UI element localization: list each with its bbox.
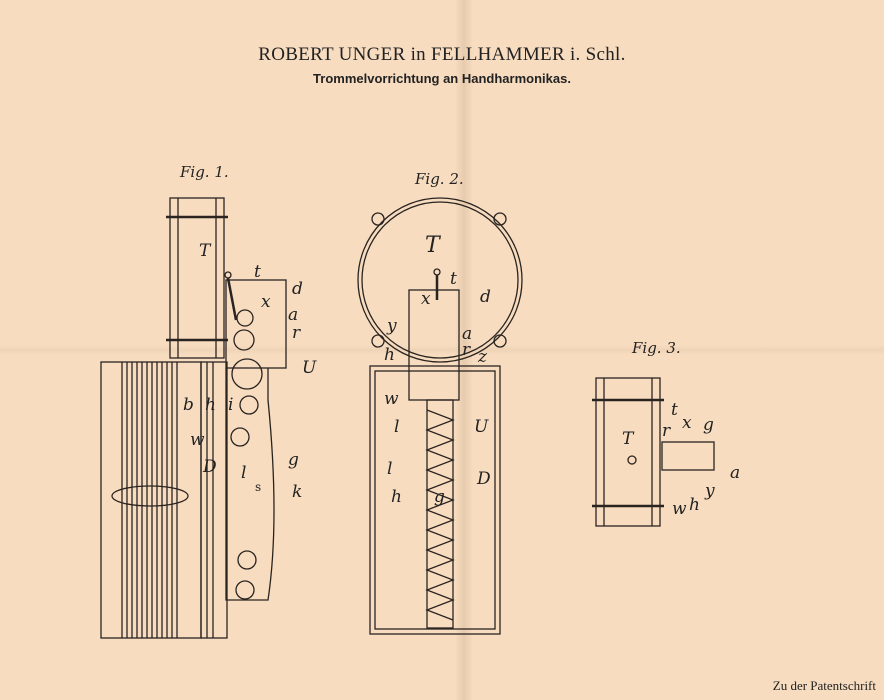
accordion-front: [369, 365, 501, 635]
figure-2: Fig. 2. T t d x y a r h z w l U D l h g: [357, 170, 523, 635]
svg-text:a: a: [288, 305, 298, 325]
svg-text:t: t: [450, 269, 457, 289]
svg-text:h: h: [391, 487, 402, 507]
svg-text:x: x: [261, 292, 271, 312]
svg-text:D: D: [476, 469, 491, 489]
svg-text:a: a: [462, 324, 472, 344]
svg-text:y: y: [386, 316, 397, 336]
svg-text:U: U: [302, 358, 317, 378]
svg-text:l: l: [387, 459, 392, 479]
svg-text:r: r: [292, 323, 301, 343]
svg-text:k: k: [292, 482, 302, 502]
svg-text:r: r: [662, 421, 671, 441]
svg-text:w: w: [190, 430, 205, 450]
svg-text:h: h: [205, 395, 216, 415]
figure-1: Fig. 1. T t d x a r U b h: [100, 163, 317, 639]
svg-text:T: T: [425, 233, 442, 258]
footer-note: Zu der Patentschrift: [772, 678, 876, 693]
svg-text:y: y: [704, 481, 715, 501]
svg-text:t: t: [254, 262, 261, 282]
svg-text:l: l: [394, 417, 399, 437]
accordion-handle: [111, 485, 189, 507]
svg-text:U: U: [474, 417, 489, 437]
patent-subtitle: Trommelvorrichtung an Handharmonikas.: [313, 71, 571, 86]
drum-side-view: [169, 197, 225, 359]
bellows: [426, 399, 454, 629]
svg-text:g: g: [434, 487, 445, 507]
svg-text:h: h: [689, 495, 700, 515]
svg-text:g: g: [288, 450, 299, 470]
fig2-labels: T t d x y a r h z w l U D l h g: [384, 233, 491, 507]
svg-text:b: b: [183, 395, 194, 415]
mechanism-housing: [408, 289, 460, 401]
svg-text:r: r: [462, 340, 471, 360]
fig3-caption: Fig. 3.: [631, 339, 681, 357]
svg-text:g: g: [703, 415, 714, 435]
svg-text:d: d: [480, 287, 491, 307]
svg-text:h: h: [384, 345, 395, 365]
fig1-caption: Fig. 1.: [179, 163, 229, 181]
page-fold-horizontal: [0, 345, 884, 355]
svg-text:w: w: [384, 389, 399, 409]
drum-side-view: [595, 377, 661, 527]
svg-text:d: d: [292, 279, 303, 299]
svg-text:z: z: [477, 347, 488, 367]
svg-text:t: t: [671, 400, 678, 420]
fig3-labels: T r t x g a y h w: [622, 400, 740, 519]
fig2-caption: Fig. 2.: [414, 170, 464, 188]
fig1-labels: T t d x a r U b h i w D g l s k: [183, 241, 317, 502]
patent-title: ROBERT UNGER in FELLHAMMER i. Schl.: [258, 44, 626, 65]
svg-text:s: s: [255, 480, 261, 494]
mechanism-housing: [225, 279, 287, 369]
svg-text:T: T: [199, 241, 212, 261]
drum-front-view: [357, 197, 523, 363]
svg-text:l: l: [241, 463, 246, 483]
svg-text:i: i: [228, 395, 233, 415]
figure-3: Fig. 3. T r t x g a y h w: [592, 339, 740, 527]
mechanism-housing: [661, 441, 715, 471]
page-fold: [455, 0, 473, 700]
svg-text:T: T: [622, 429, 635, 449]
svg-text:x: x: [421, 289, 431, 309]
svg-text:D: D: [202, 457, 217, 477]
svg-text:a: a: [730, 463, 740, 483]
svg-text:x: x: [682, 413, 692, 433]
svg-text:w: w: [672, 499, 687, 519]
